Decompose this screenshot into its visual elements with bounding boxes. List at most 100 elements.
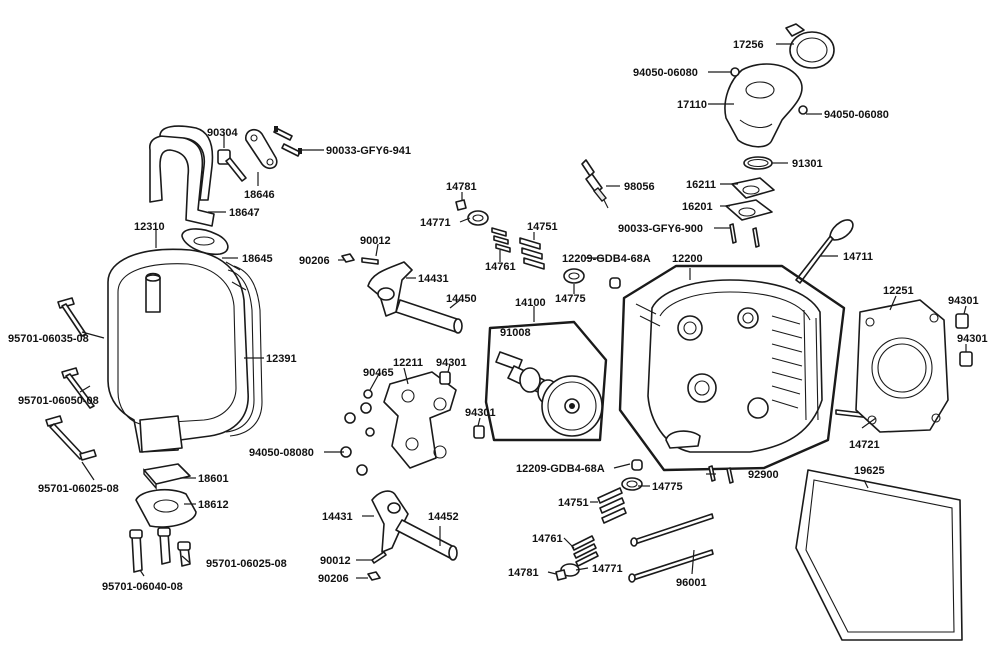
cylinder-head-outline	[618, 264, 846, 472]
label-94301-a: 94301	[948, 295, 979, 307]
nut-90206-top	[341, 253, 355, 263]
intake-clamp	[785, 23, 835, 69]
gasket-12391	[225, 265, 263, 437]
label-91008: 91008	[500, 327, 531, 339]
camshaft-holder-12211	[383, 371, 457, 469]
gasket-18646	[245, 128, 278, 170]
adjust-screw-90012-top	[361, 257, 379, 265]
label-12209-b: 12209-GDB4-68A	[516, 463, 605, 475]
label-14775-a: 14775	[555, 293, 586, 305]
label-14450: 14450	[446, 293, 477, 305]
label-12251: 12251	[883, 285, 914, 297]
oring-91301	[743, 156, 773, 170]
label-18612: 18612	[198, 499, 229, 511]
label-14751-a: 14751	[527, 221, 558, 233]
label-14431-b: 14431	[322, 511, 353, 523]
label-94050-06080-a: 94050-06080	[633, 67, 698, 79]
spring-14751-bottom	[597, 487, 627, 524]
label-18647: 18647	[229, 207, 260, 219]
insulator-16211	[731, 177, 775, 199]
label-90304: 90304	[207, 127, 238, 139]
label-14711: 14711	[843, 251, 873, 263]
seal-12209-bottom	[631, 459, 643, 471]
seat-14775-bottom	[621, 477, 643, 491]
gasket-19625	[795, 469, 963, 641]
label-14751-b: 14751	[558, 497, 589, 509]
label-14100: 14100	[515, 297, 546, 309]
keeper-14781-top	[455, 199, 467, 211]
rocker-shaft-14450	[395, 299, 463, 334]
label-14761-b: 14761	[532, 533, 563, 545]
label-90465: 90465	[363, 367, 394, 379]
cover-18612	[135, 488, 197, 528]
label-94050-06080-b: 94050-06080	[824, 109, 889, 121]
label-16211: 16211	[686, 179, 716, 191]
label-18601: 18601	[198, 473, 229, 485]
label-18645: 18645	[242, 253, 273, 265]
leader-lines	[79, 43, 967, 579]
rocker-arm-bottom	[371, 490, 409, 553]
label-12310: 12310	[134, 221, 165, 233]
label-19625: 19625	[854, 465, 885, 477]
rocker-shaft-14452	[395, 519, 458, 561]
spring-14751-top	[519, 237, 545, 270]
label-14431-a: 14431	[418, 273, 449, 285]
spring-14761-bottom	[571, 535, 599, 567]
label-90206-a: 90206	[299, 255, 330, 267]
label-17110: 17110	[677, 99, 707, 111]
seal-12209-top	[609, 277, 621, 289]
label-14761-a: 14761	[485, 261, 516, 273]
camshaft-91008	[495, 351, 603, 437]
label-94301-d: 94301	[465, 407, 496, 419]
label-14721: 14721	[849, 439, 880, 451]
label-95701-06025-08-b: 95701-06025-08	[206, 558, 287, 570]
gasket-18645	[181, 228, 229, 256]
bolts-95701-left	[45, 297, 97, 461]
washers-nuts-94050-08080	[340, 389, 375, 476]
cover-plate-18601	[143, 463, 191, 490]
gasket-16201	[725, 199, 773, 221]
label-90012-a: 90012	[360, 235, 391, 247]
label-94301-b: 94301	[957, 333, 988, 345]
label-95701-06050-08: 95701-06050-08	[18, 395, 99, 407]
bolt-90304	[217, 149, 247, 182]
bolts-90033-941	[273, 126, 302, 157]
label-95701-06025-08-a: 95701-06025-08	[38, 483, 119, 495]
breather-pipe	[149, 125, 215, 227]
spark-plug	[581, 159, 609, 209]
label-94301-c: 94301	[436, 357, 467, 369]
keeper-14781-bottom	[555, 569, 567, 581]
rocker-arm-top	[367, 261, 413, 317]
label-12211: 12211	[393, 357, 423, 369]
cylinder-head-12200	[635, 279, 823, 453]
label-90012-b: 90012	[320, 555, 351, 567]
label-14771-a: 14771	[420, 217, 451, 229]
label-12209-a: 12209-GDB4-68A	[562, 253, 651, 265]
head-cover-12310	[107, 248, 249, 453]
studs-96001	[628, 513, 714, 583]
label-16201: 16201	[682, 201, 713, 213]
label-17256: 17256	[733, 39, 764, 51]
label-12200: 12200	[672, 253, 703, 265]
label-96001: 96001	[676, 577, 707, 589]
seat-14775-top	[563, 268, 585, 284]
label-18646: 18646	[244, 189, 275, 201]
label-94050-08080: 94050-08080	[249, 447, 314, 459]
label-14452: 14452	[428, 511, 459, 523]
label-12391: 12391	[266, 353, 297, 365]
valve-14711	[795, 219, 854, 284]
part-labels: 17256 94050-06080 17110 94050-06080 9130…	[8, 39, 988, 593]
label-14771-b: 14771	[592, 563, 623, 575]
label-90206-b: 90206	[318, 573, 349, 585]
nut-90206-bottom	[367, 571, 381, 581]
label-98056: 98056	[624, 181, 655, 193]
label-92900: 92900	[748, 469, 779, 481]
label-90033-gfy6-941: 90033-GFY6-941	[326, 145, 411, 157]
studs-90033-900	[729, 223, 760, 248]
label-95701-06040-08: 95701-06040-08	[102, 581, 183, 593]
spring-14761-top	[491, 227, 511, 253]
intake-manifold	[724, 63, 808, 148]
label-90033-gfy6-900: 90033-GFY6-900	[618, 223, 703, 235]
label-14781-a: 14781	[446, 181, 477, 193]
camshaft-group-outline	[484, 320, 608, 442]
